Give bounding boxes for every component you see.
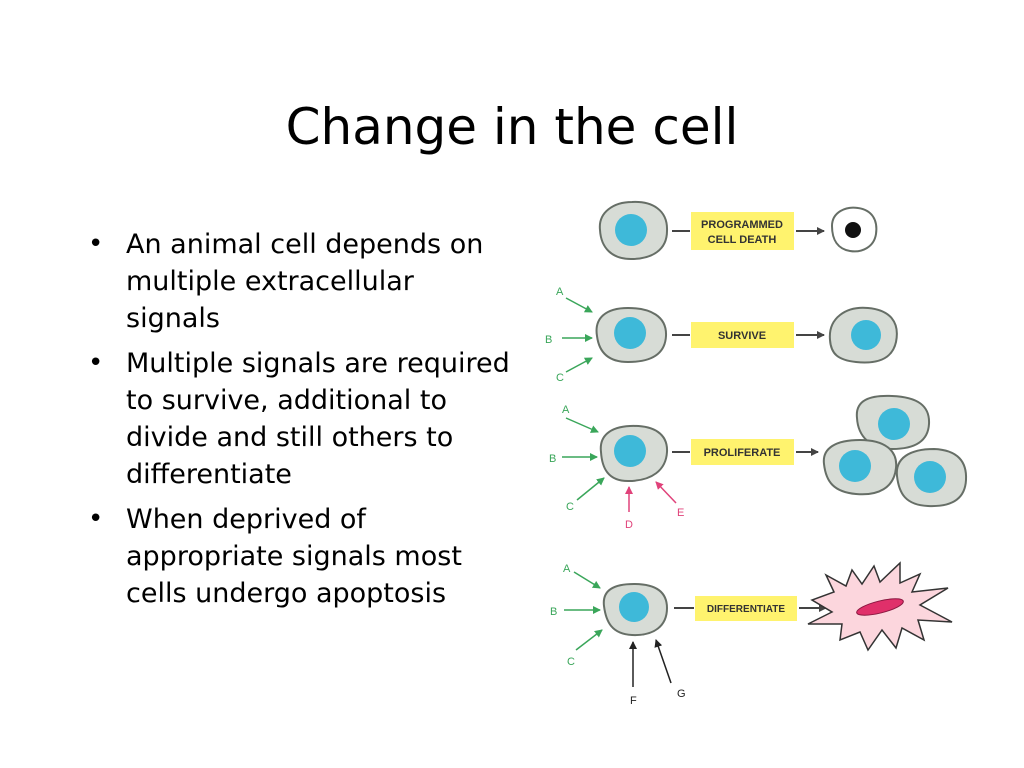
condensed-nucleus (845, 222, 861, 238)
signal-arrow (565, 417, 599, 433)
outcome-box (691, 212, 794, 250)
outcome-label: PROLIFERATE (704, 447, 781, 459)
signal-label: B (545, 334, 552, 346)
signal-label: A (556, 286, 564, 298)
signal-label: B (549, 453, 556, 465)
signal-label: E (677, 507, 684, 519)
row-differentiate: A B C F G DIFFERENTIATE (550, 561, 953, 707)
signal-label: G (677, 688, 686, 700)
signal-label: A (563, 563, 571, 575)
nucleus (619, 592, 649, 622)
signal-arrow (565, 297, 593, 313)
signal-label: A (562, 404, 570, 416)
nucleus (851, 320, 881, 350)
nucleus (914, 461, 946, 493)
outcome-label: DIFFERENTIATE (707, 604, 785, 615)
outcome-box (695, 596, 797, 621)
signal-arrow (655, 481, 677, 504)
signal-arrow (565, 357, 593, 373)
outcome-box (691, 322, 794, 348)
nucleus (878, 408, 910, 440)
nucleus (614, 435, 646, 467)
signal-label: C (556, 372, 564, 384)
nucleus (614, 317, 646, 349)
signal-label: C (567, 656, 575, 668)
row-survive: A B C SURVIVE (545, 286, 898, 384)
bullet-list: An animal cell depends on multiple extra… (84, 226, 514, 620)
signal-arrow (654, 639, 672, 684)
signal-label: C (566, 501, 574, 513)
signal-arrow (575, 629, 603, 651)
bullet-item: An animal cell depends on multiple extra… (84, 226, 514, 337)
bullet-item: When deprived of appropriate signals mos… (84, 501, 514, 612)
signal-arrow (573, 571, 601, 589)
outcome-label: CELL DEATH (708, 234, 777, 246)
elongated-nucleus (856, 598, 904, 616)
row-programmed-cell-death: PROGRAMMED CELL DEATH (598, 200, 878, 261)
nucleus (839, 450, 871, 482)
signal-label: B (550, 606, 557, 618)
signal-label: D (625, 519, 633, 531)
row-proliferate: A B C D E PROLIFERATE (549, 394, 968, 531)
signal-label: F (630, 695, 637, 707)
outcome-label: PROGRAMMED (701, 219, 783, 231)
outcome-label: SURVIVE (718, 330, 766, 342)
nucleus (615, 214, 647, 246)
signal-arrow (576, 477, 605, 501)
slide-title: Change in the cell (285, 98, 739, 156)
bullet-item: Multiple signals are required to survive… (84, 345, 514, 493)
outcome-box (691, 439, 794, 465)
